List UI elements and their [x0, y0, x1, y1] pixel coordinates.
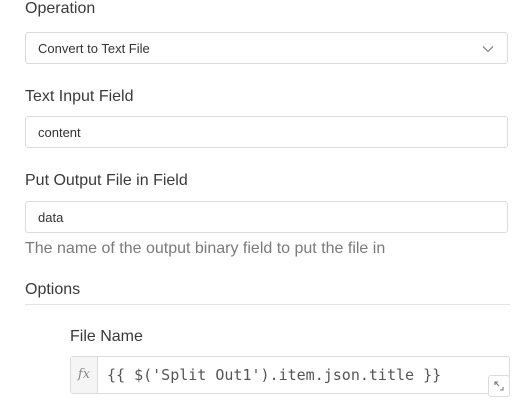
fx-icon: fx [71, 357, 98, 393]
expand-editor-button[interactable] [488, 375, 510, 397]
output-field-label: Put Output File in Field [25, 172, 188, 189]
operation-select-value: Convert to Text File [38, 41, 150, 56]
text-input-field-input[interactable]: content [25, 116, 508, 148]
output-field-hint: The name of the output binary field to p… [25, 240, 386, 257]
file-name-label: File Name [70, 328, 143, 345]
operation-label: Operation [25, 0, 96, 17]
file-name-expression-input[interactable]: fx {{ $('Split Out1').item.json.title }} [70, 356, 510, 397]
chevron-down-icon[interactable] [481, 42, 495, 56]
file-name-expression-value: {{ $('Split Out1').item.json.title }} [107, 366, 442, 384]
operation-select[interactable]: Convert to Text File [25, 32, 508, 64]
expand-icon [494, 381, 504, 391]
text-input-field-value: content [38, 125, 81, 140]
options-heading: Options [25, 281, 81, 298]
output-field-value: data [38, 210, 64, 225]
text-input-field-label: Text Input Field [25, 88, 134, 105]
output-field-input[interactable]: data [25, 201, 508, 233]
options-divider [25, 304, 510, 305]
